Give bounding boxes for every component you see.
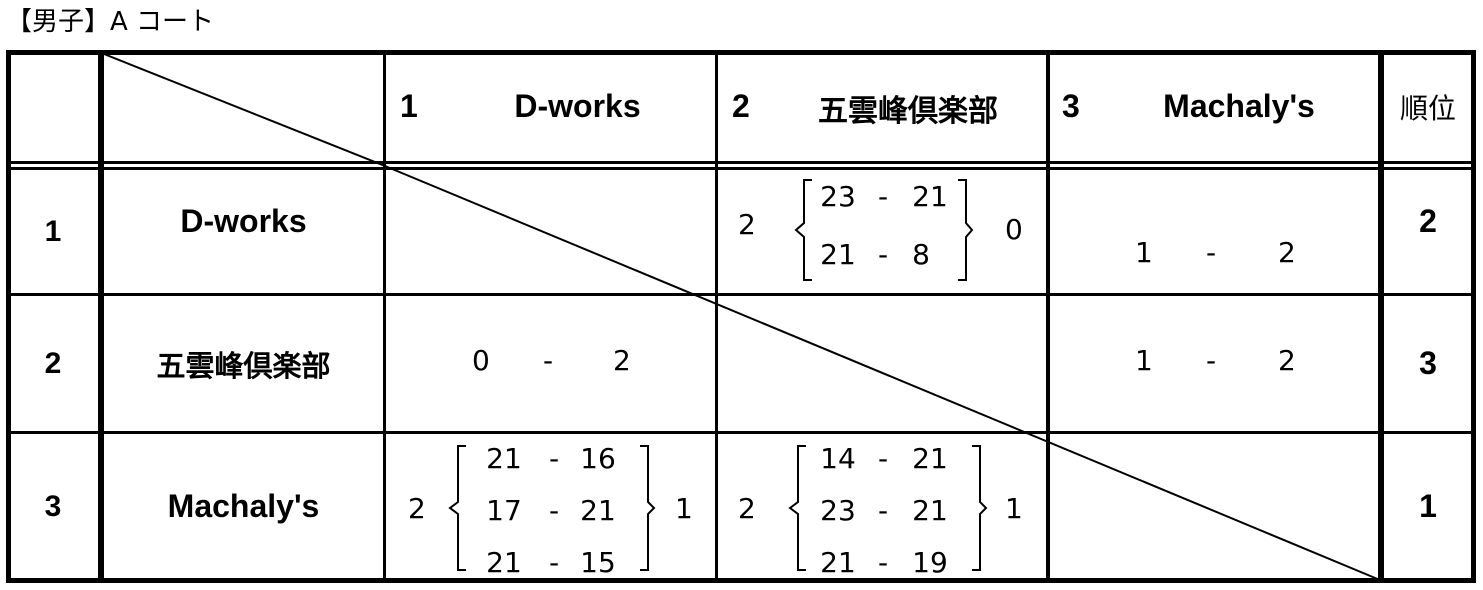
header-team-number: 1 bbox=[400, 88, 418, 124]
match-score-right: 2 bbox=[1278, 236, 1296, 269]
set-dash: - bbox=[548, 546, 560, 579]
row-team-number: 1 bbox=[44, 214, 62, 248]
header-team-name: 五雲峰倶楽部 bbox=[818, 94, 998, 129]
set-score-a: 14 bbox=[820, 442, 856, 475]
grid-line bbox=[383, 52, 386, 581]
rank-value: 3 bbox=[1419, 345, 1437, 381]
table-frame bbox=[6, 50, 1476, 583]
set-score-a: 21 bbox=[820, 238, 856, 271]
set-score-a: 21 bbox=[486, 546, 522, 579]
match-score-left: 1 bbox=[1135, 236, 1153, 269]
set-score-a: 21 bbox=[820, 546, 856, 579]
set-dash: - bbox=[877, 494, 889, 527]
row-team-name: Machaly's bbox=[167, 488, 320, 524]
match-sets-won: 2 bbox=[738, 492, 756, 525]
rank-value: 1 bbox=[1419, 488, 1437, 524]
grid-line bbox=[1378, 52, 1384, 581]
rank-value: 2 bbox=[1419, 203, 1437, 239]
set-score-a: 23 bbox=[820, 180, 856, 213]
match-score-left: 1 bbox=[1135, 344, 1153, 377]
set-score-b: 21 bbox=[580, 494, 616, 527]
set-score-a: 23 bbox=[820, 494, 856, 527]
row-team-number: 2 bbox=[44, 346, 62, 380]
grid-line bbox=[8, 167, 1474, 170]
header-team-name: D-works bbox=[514, 88, 641, 124]
set-dash: - bbox=[877, 442, 889, 475]
set-score-b: 15 bbox=[580, 546, 616, 579]
match-score-dash: - bbox=[1206, 344, 1217, 377]
set-score-b: 21 bbox=[912, 494, 948, 527]
set-score-b: 8 bbox=[912, 238, 930, 271]
match-score-dash: - bbox=[543, 344, 554, 377]
match-sets-won: 2 bbox=[738, 208, 756, 241]
set-score-a: 17 bbox=[486, 494, 522, 527]
match-score-right: 2 bbox=[613, 344, 631, 377]
set-score-b: 16 bbox=[580, 442, 616, 475]
header-team-name: Machaly's bbox=[1163, 88, 1315, 124]
header-team-number: 3 bbox=[1062, 88, 1080, 124]
match-sets-lost: 0 bbox=[1005, 213, 1023, 246]
set-score-b: 21 bbox=[912, 180, 948, 213]
row-team-number: 3 bbox=[44, 489, 62, 523]
set-score-b: 21 bbox=[912, 442, 948, 475]
match-score-right: 2 bbox=[1278, 344, 1296, 377]
row-team-name: D-works bbox=[180, 203, 307, 239]
match-sets-won: 2 bbox=[408, 492, 426, 525]
set-dash: - bbox=[877, 180, 889, 213]
set-dash: - bbox=[548, 494, 560, 527]
row-team-name: 五雲峰倶楽部 bbox=[156, 348, 331, 383]
header-team-number: 2 bbox=[732, 88, 750, 124]
set-bracket bbox=[794, 179, 974, 281]
page-title: 【男子】A コート bbox=[6, 7, 215, 37]
grid-line bbox=[8, 161, 1474, 164]
set-dash: - bbox=[877, 238, 889, 271]
grid-line bbox=[8, 431, 1474, 434]
set-score-b: 19 bbox=[912, 546, 948, 579]
rank-header: 順位 bbox=[1399, 91, 1456, 125]
match-sets-lost: 1 bbox=[675, 492, 693, 525]
match-sets-lost: 1 bbox=[1005, 492, 1023, 525]
match-score-dash: - bbox=[1206, 236, 1217, 269]
grid-line bbox=[715, 52, 718, 581]
set-bracket bbox=[448, 445, 656, 571]
set-dash: - bbox=[877, 546, 889, 579]
set-dash: - bbox=[548, 442, 560, 475]
grid-line bbox=[98, 52, 104, 581]
grid-line bbox=[1046, 52, 1050, 581]
set-score-a: 21 bbox=[486, 442, 522, 475]
match-score-left: 0 bbox=[472, 344, 490, 377]
set-bracket bbox=[788, 445, 988, 571]
grid-line bbox=[8, 293, 1474, 296]
